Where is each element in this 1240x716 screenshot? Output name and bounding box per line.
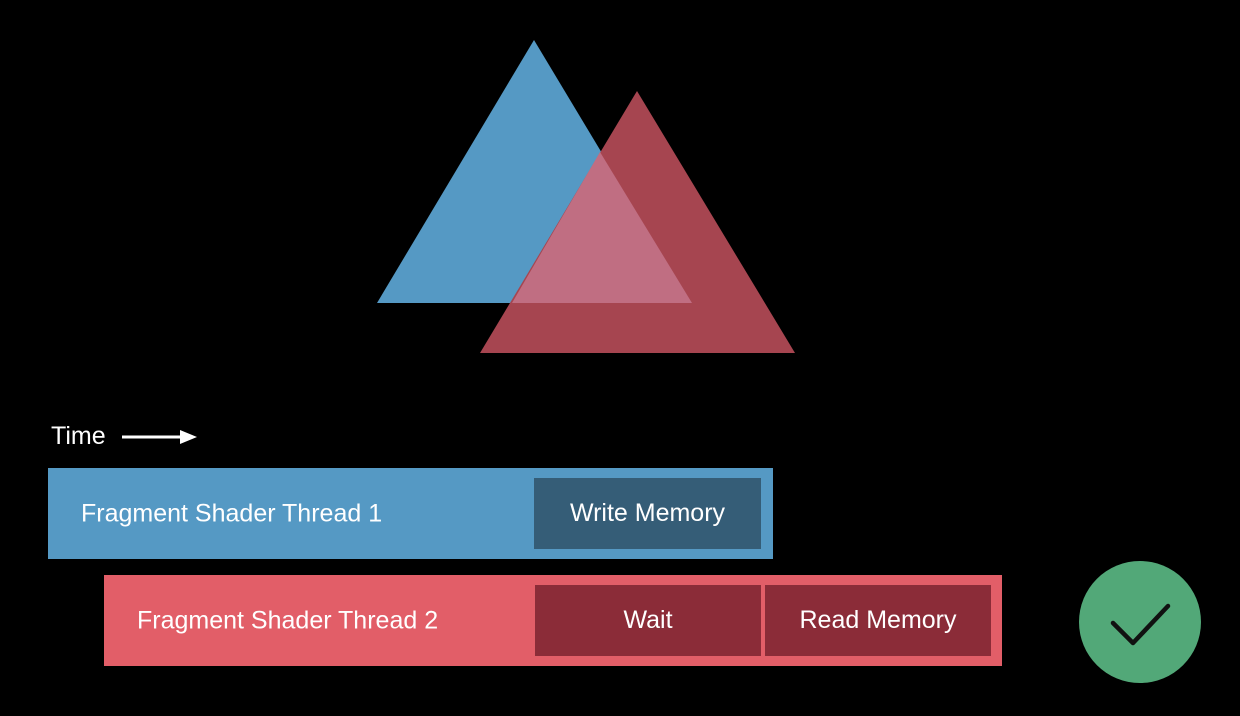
thread1-label: Fragment Shader Thread 1 (81, 499, 383, 527)
time-label: Time (51, 422, 106, 450)
thread2-label: Fragment Shader Thread 2 (137, 606, 439, 634)
overlap-region (512, 152, 692, 303)
checkmark-icon (1110, 603, 1171, 646)
write-memory-segment: Write Memory (534, 478, 761, 549)
overlapping-triangles (377, 40, 795, 353)
right-arrow-icon (122, 430, 197, 444)
thread2-bar: Fragment Shader Thread 2 Wait Read Memor… (104, 575, 1002, 666)
thread1-bar: Fragment Shader Thread 1 Write Memory (48, 468, 773, 559)
success-badge (1079, 561, 1201, 683)
read-memory-segment: Read Memory (765, 585, 991, 656)
wait-segment: Wait (535, 585, 761, 656)
